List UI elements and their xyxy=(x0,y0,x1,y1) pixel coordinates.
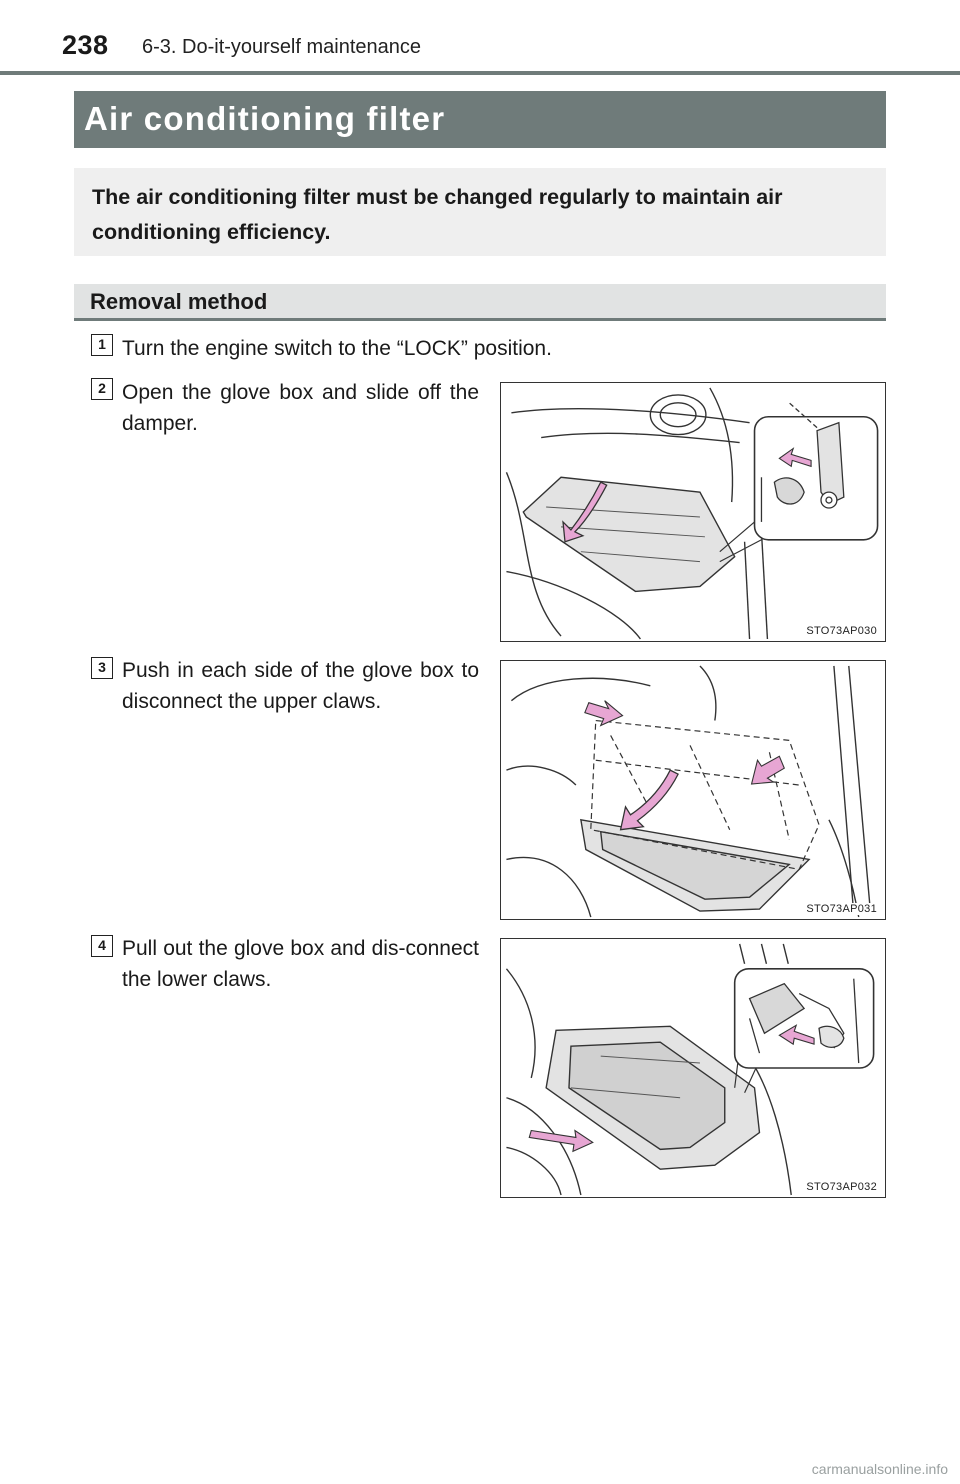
figure-code-1: STO73AP030 xyxy=(804,625,879,637)
intro-text: The air conditioning filter must be chan… xyxy=(92,185,783,244)
watermark: carmanualsonline.info xyxy=(811,1461,948,1477)
page-title: Air conditioning filter xyxy=(84,100,446,137)
step-number-4: 4 xyxy=(91,935,113,957)
step-number-2: 2 xyxy=(91,378,113,400)
chapter-title: 6-3. Do-it-yourself maintenance xyxy=(142,36,422,58)
figure-glove-box-damper: STO73AP030 xyxy=(500,382,886,642)
step-text-3: Push in each side of the glove box to di… xyxy=(122,659,479,713)
glove-box-damper-illustration xyxy=(505,387,879,640)
glove-box-lower-claws-illustration xyxy=(505,943,875,1196)
intro-box: The air conditioning filter must be chan… xyxy=(74,168,886,256)
section-heading-text: Removal method xyxy=(90,289,268,314)
step-text-1: Turn the engine switch to the “LOCK” pos… xyxy=(122,337,552,360)
step-text-4: Pull out the glove box and dis-connect t… xyxy=(122,937,479,991)
figure-glove-box-lower-claws: STO73AP032 xyxy=(500,938,886,1198)
page-number: 238 xyxy=(62,30,109,60)
figure-glove-box-sides: STO73AP031 xyxy=(500,660,886,920)
step-number-1: 1 xyxy=(91,334,113,356)
section-heading: Removal method xyxy=(74,284,886,321)
header-rule xyxy=(0,71,960,75)
figure-code-2: STO73AP031 xyxy=(804,903,879,915)
figure-code-3: STO73AP032 xyxy=(804,1181,879,1193)
glove-box-sides-illustration xyxy=(506,665,872,918)
title-band: Air conditioning filter xyxy=(74,91,886,148)
step-text-2: Open the glove box and slide off the dam… xyxy=(122,381,479,435)
step-number-3: 3 xyxy=(91,657,113,679)
